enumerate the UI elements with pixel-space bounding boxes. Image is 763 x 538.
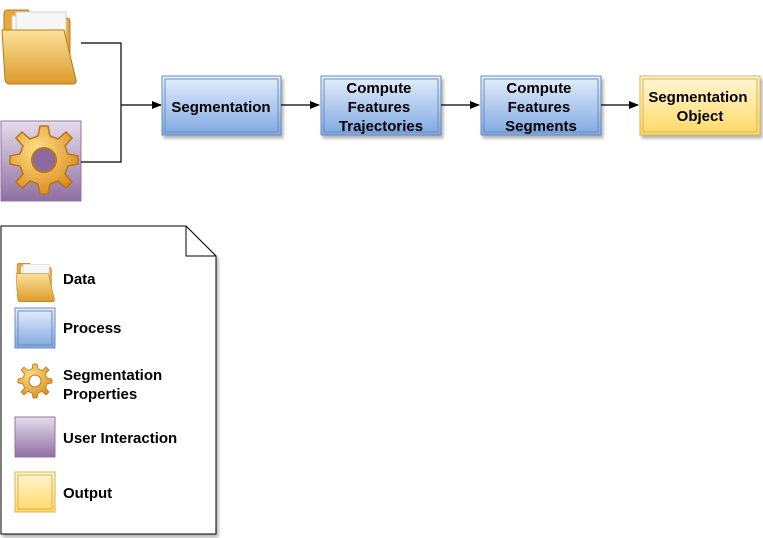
node-segmentation-label: Segmentation [171, 99, 270, 116]
data-input-folder-icon [1, 9, 77, 85]
folder-icon [15, 262, 55, 302]
node-output-label: Segmentation Object [648, 89, 751, 125]
process-box-icon [14, 307, 56, 349]
legend-panel: Data Process Segmentation Properties Use… [0, 225, 217, 535]
legend-label-segmentation-properties: Segmentation Properties [63, 367, 166, 403]
user-interaction-box-icon [14, 416, 56, 458]
legend-label-process: Process [63, 320, 121, 337]
user-interaction-box [0, 120, 82, 202]
legend-item-process: Process [14, 307, 121, 349]
node-segmentation-object[interactable]: Segmentation Object [639, 75, 761, 136]
legend-item-data: Data [15, 262, 96, 302]
legend-item-user-interaction: User Interaction [14, 416, 177, 458]
legend-label-user-interaction: User Interaction [63, 430, 177, 447]
legend-item-output: Output [14, 471, 112, 513]
node-compute-features-trajectories[interactable]: Compute Features Trajectories [320, 75, 442, 136]
connector-user [81, 105, 122, 163]
node-trajectories-label: Compute Features Trajectories [339, 80, 423, 135]
node-segmentation[interactable]: Segmentation [161, 75, 282, 136]
node-segments-label: Compute Features Segments [505, 80, 577, 135]
output-box-icon [14, 471, 56, 513]
legend-label-output: Output [63, 485, 112, 502]
legend-label-data: Data [63, 271, 96, 288]
legend-item-segmentation-properties: Segmentation Properties [17, 363, 166, 403]
gear-icon [9, 125, 79, 195]
node-compute-features-segments[interactable]: Compute Features Segments [480, 75, 602, 136]
connector-data [81, 42, 122, 105]
gear-icon [17, 363, 53, 399]
